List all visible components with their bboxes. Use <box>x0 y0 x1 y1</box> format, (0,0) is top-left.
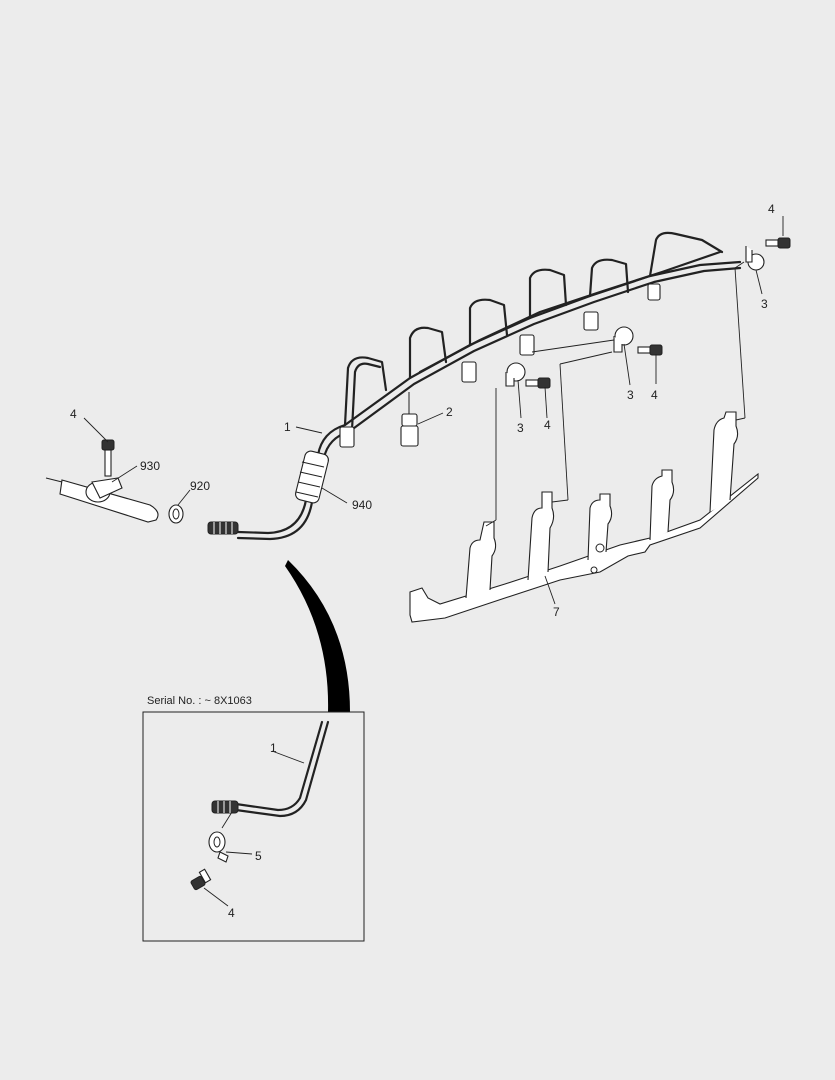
fitting-part-2 <box>400 392 419 447</box>
injection-pipe-assembly <box>207 231 742 541</box>
inset-detail: Serial No. : ~ 8X1063 1 5 4 <box>142 695 365 942</box>
clamp-ring-920 <box>168 504 184 524</box>
inset-callout-4: 4 <box>228 906 235 920</box>
clip-part-3-c <box>745 246 765 271</box>
clip-part-3-b <box>613 326 634 353</box>
inset-title: Serial No. : ~ 8X1063 <box>147 695 252 707</box>
callout-940: 940 <box>352 498 372 512</box>
callout-3-a: 3 <box>517 421 524 435</box>
mounting-bracket-7 <box>409 411 759 623</box>
inset-callout-1: 1 <box>270 741 277 755</box>
callout-920: 920 <box>190 479 210 493</box>
inset-threaded-end <box>211 800 239 814</box>
inset-callout-5: 5 <box>255 849 262 863</box>
pipe-threaded-end <box>207 521 239 535</box>
bolt-part-4-c <box>765 237 791 249</box>
callout-7: 7 <box>553 605 560 619</box>
bolt-part-4-left <box>101 439 115 477</box>
callout-3-c: 3 <box>761 297 768 311</box>
inset-clip-part-5 <box>208 831 229 863</box>
inset-bolt-part-4 <box>190 868 212 891</box>
callout-4-b: 4 <box>651 388 658 402</box>
callout-2: 2 <box>446 405 453 419</box>
callout-930: 930 <box>140 459 160 473</box>
callout-4-d: 4 <box>70 407 77 421</box>
callout-4-c: 4 <box>768 202 775 216</box>
bolt-part-4-a <box>525 377 551 389</box>
zoom-indicator-wedge <box>285 560 350 712</box>
callout-3-b: 3 <box>627 388 634 402</box>
return-hose-930 <box>45 477 159 523</box>
callout-4-a: 4 <box>544 418 551 432</box>
flex-hose-940 <box>295 450 329 504</box>
callout-1: 1 <box>284 420 291 434</box>
bolt-part-4-b <box>637 344 663 356</box>
clip-part-3-a <box>505 362 526 387</box>
callout-leaders <box>83 216 784 605</box>
